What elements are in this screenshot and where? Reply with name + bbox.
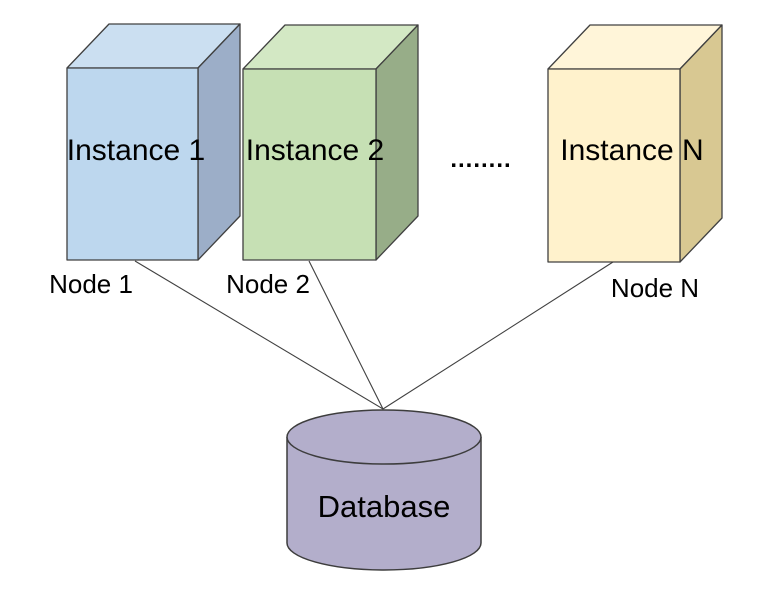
instance-n-box: Instance N [547,24,723,263]
instance-1-label: Instance 1 [67,134,205,167]
connector-node2-database [308,260,384,410]
instance-n-box-front-face [547,68,681,263]
connector-lines [134,260,614,410]
node-2-label: Node 2 [226,269,310,299]
instance-2-label: Instance 2 [246,134,384,167]
database-cylinder-body [286,437,482,571]
database-label: Database [318,489,451,524]
ellipsis-dots: ........ [450,146,511,173]
node-1-label: Node 1 [49,269,133,299]
database-cylinder: Database [286,409,482,571]
instance-n-label: Instance N [560,134,703,167]
database-cylinder-top [286,409,482,465]
instance-2-box: Instance 2 [242,24,419,261]
connector-node1-database [134,260,384,410]
instance-1-box: Instance 1 [66,23,241,261]
instance-1-box-front-face [66,67,199,261]
connector-nodeN-database [382,261,614,410]
node-n-label: Node N [611,273,699,303]
instance-2-box-front-face [242,68,377,261]
